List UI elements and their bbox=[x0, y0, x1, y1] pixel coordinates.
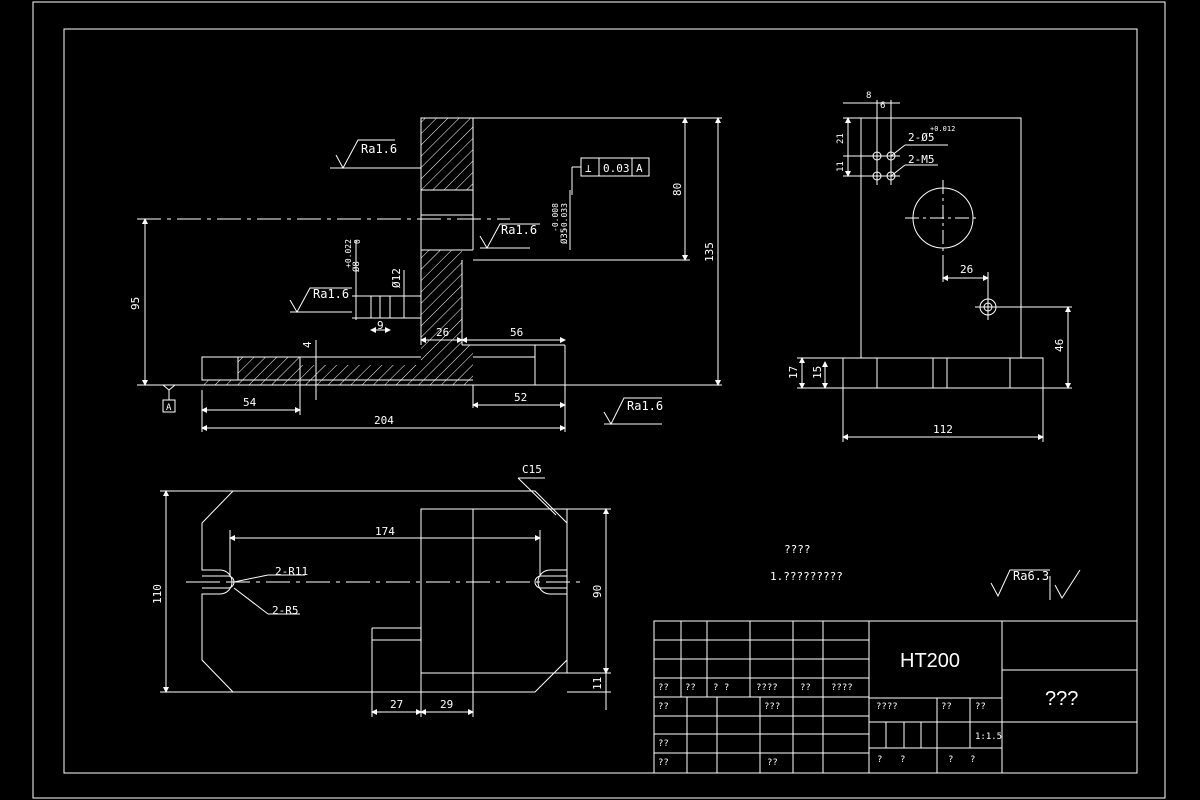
tb-row1-e: ?? bbox=[800, 683, 811, 693]
side-dim-8: 8 bbox=[866, 91, 871, 101]
dim-204: 204 bbox=[374, 414, 394, 427]
tb-craft: ?? bbox=[658, 758, 669, 768]
ra-label-top: Ra1.6 bbox=[361, 142, 397, 156]
tb-row1-d: ???? bbox=[756, 683, 778, 693]
top-dim-29: 29 bbox=[440, 698, 453, 711]
title-block bbox=[653, 620, 1138, 774]
datum-letter: A bbox=[166, 403, 172, 413]
side-holes-b: 2-M5 bbox=[908, 153, 935, 166]
ra-label-pin: Ra1.6 bbox=[313, 287, 349, 301]
top-dim-110: 110 bbox=[151, 584, 164, 604]
side-dim-26: 26 bbox=[960, 263, 973, 276]
notes-line1: 1.????????? bbox=[770, 570, 843, 583]
dim-phi8: Ø8 bbox=[351, 261, 362, 272]
tb-row1-f: ???? bbox=[831, 683, 853, 693]
dim-95: 95 bbox=[129, 297, 142, 310]
tb-scale-label: ?? bbox=[975, 702, 986, 712]
tb-row1-a: ?? bbox=[658, 683, 669, 693]
top-dim-27: 27 bbox=[390, 698, 403, 711]
dim-9: 9 bbox=[377, 319, 384, 332]
top-dim-174: 174 bbox=[375, 525, 395, 538]
ra-label-bore: Ra1.6 bbox=[501, 223, 537, 237]
dim-phi35: Ø35 bbox=[559, 228, 570, 244]
top-dim-90: 90 bbox=[591, 585, 604, 598]
dim-phi8-tol2: 0 bbox=[353, 239, 362, 244]
tb-scale: 1:1.5 bbox=[975, 732, 1002, 742]
section-hatch-body bbox=[202, 250, 473, 385]
section-hatch-top bbox=[421, 118, 473, 190]
side-dim-15: 15 bbox=[811, 366, 824, 379]
gdt-tolerance: 0.03 bbox=[603, 162, 630, 175]
dim-phi8-tol: +0.022 bbox=[344, 239, 353, 268]
tb-sheet-c: ? bbox=[948, 755, 953, 765]
tb-sheet-a: ? bbox=[877, 755, 882, 765]
side-dim-6: 6 bbox=[880, 101, 885, 111]
dim-56: 56 bbox=[510, 326, 523, 339]
top-dim-11: 11 bbox=[591, 677, 604, 690]
dim-4: 4 bbox=[301, 341, 314, 348]
notes-heading: ???? bbox=[784, 543, 811, 556]
dim-phi35-tol: -0.008 bbox=[551, 203, 560, 232]
base-outline bbox=[201, 356, 239, 381]
tb-row1-c: ? ? bbox=[713, 683, 729, 693]
top-view bbox=[160, 477, 611, 717]
tb-std: ??? bbox=[764, 702, 780, 712]
tb-row1-b: ?? bbox=[685, 683, 696, 693]
side-dim-112: 112 bbox=[933, 423, 953, 436]
dim-phi12: Ø12 bbox=[390, 268, 403, 288]
dim-26: 26 bbox=[436, 326, 449, 339]
tb-design: ?? bbox=[658, 702, 669, 712]
gdt-datum: A bbox=[636, 162, 643, 175]
side-dim-21: 21 bbox=[836, 133, 846, 144]
tb-drawing-name: ??? bbox=[1045, 688, 1078, 710]
top-r5: 2-R5 bbox=[272, 604, 299, 617]
side-dim-11: 11 bbox=[836, 161, 846, 172]
top-r11: 2-R11 bbox=[275, 565, 308, 578]
front-view bbox=[137, 117, 722, 432]
tb-approve: ?? bbox=[767, 758, 778, 768]
gdt-symbol: ⊥ bbox=[585, 162, 592, 175]
tb-sheet-d: ? bbox=[970, 755, 975, 765]
side-holes-a: 2-Ø5 bbox=[908, 131, 935, 144]
tb-check: ?? bbox=[658, 739, 669, 749]
side-dim-46: 46 bbox=[1053, 339, 1066, 352]
dim-52: 52 bbox=[514, 391, 527, 404]
top-c15: C15 bbox=[522, 463, 542, 476]
outer-border bbox=[32, 1, 1166, 799]
side-dim-17: 17 bbox=[787, 366, 800, 379]
side-view bbox=[797, 100, 1072, 442]
tb-stage: ???? bbox=[876, 702, 898, 712]
general-roughness: Ra6.3 bbox=[1013, 569, 1049, 583]
dim-135: 135 bbox=[703, 242, 716, 262]
tb-material: HT200 bbox=[900, 650, 960, 672]
dim-phi35-tol2: -0.033 bbox=[560, 203, 569, 232]
inner-border bbox=[63, 28, 1138, 774]
dim-80: 80 bbox=[671, 183, 684, 196]
side-holes-a-tol: +0.012 bbox=[930, 125, 955, 133]
ra-label-base: Ra1.6 bbox=[627, 399, 663, 413]
tb-sheet-b: ? bbox=[900, 755, 905, 765]
dim-54: 54 bbox=[243, 396, 257, 409]
tb-weight: ?? bbox=[941, 702, 952, 712]
